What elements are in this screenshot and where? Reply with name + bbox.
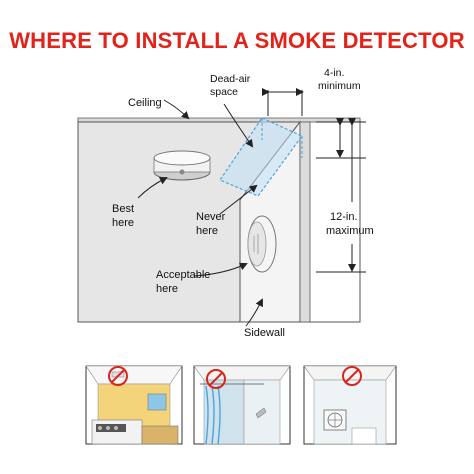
label-best-2: here [112, 217, 134, 229]
dimension-12in [316, 118, 366, 273]
dimension-4in [262, 88, 304, 116]
no-entry-icon [342, 366, 362, 386]
label-dead-air-2: space [210, 86, 238, 98]
label-acceptable-2: here [156, 283, 178, 295]
no-entry-icon [108, 366, 128, 386]
page-title: WHERE TO INSTALL A SMOKE DETECTOR [9, 28, 465, 53]
label-best-1: Best [112, 203, 134, 215]
no-entry-icon [206, 369, 226, 389]
dimension-top-offset [316, 118, 366, 159]
label-never-2: here [196, 225, 218, 237]
right-wall-strip [299, 121, 311, 323]
kitchen-panel [85, 365, 183, 445]
label-4in-1: 4-in. [324, 67, 344, 79]
label-never-1: Never [196, 211, 226, 223]
label-sidewall: Sidewall [244, 327, 285, 339]
label-4in-2: minimum [318, 80, 361, 92]
bathroom-panel [193, 365, 291, 445]
ceiling-detector [153, 150, 211, 181]
label-12in-2: maximum [326, 225, 374, 237]
fan-panel [303, 365, 397, 445]
wall-detector [247, 215, 277, 273]
label-dead-air-1: Dead-air [210, 73, 251, 85]
label-acceptable-1: Acceptable [156, 269, 210, 281]
leader-lines [137, 99, 263, 327]
label-12in-1: 12-in. [330, 211, 358, 223]
ceiling-edge [77, 117, 361, 123]
dead-air-space [219, 117, 303, 197]
label-ceiling: Ceiling [128, 97, 162, 109]
